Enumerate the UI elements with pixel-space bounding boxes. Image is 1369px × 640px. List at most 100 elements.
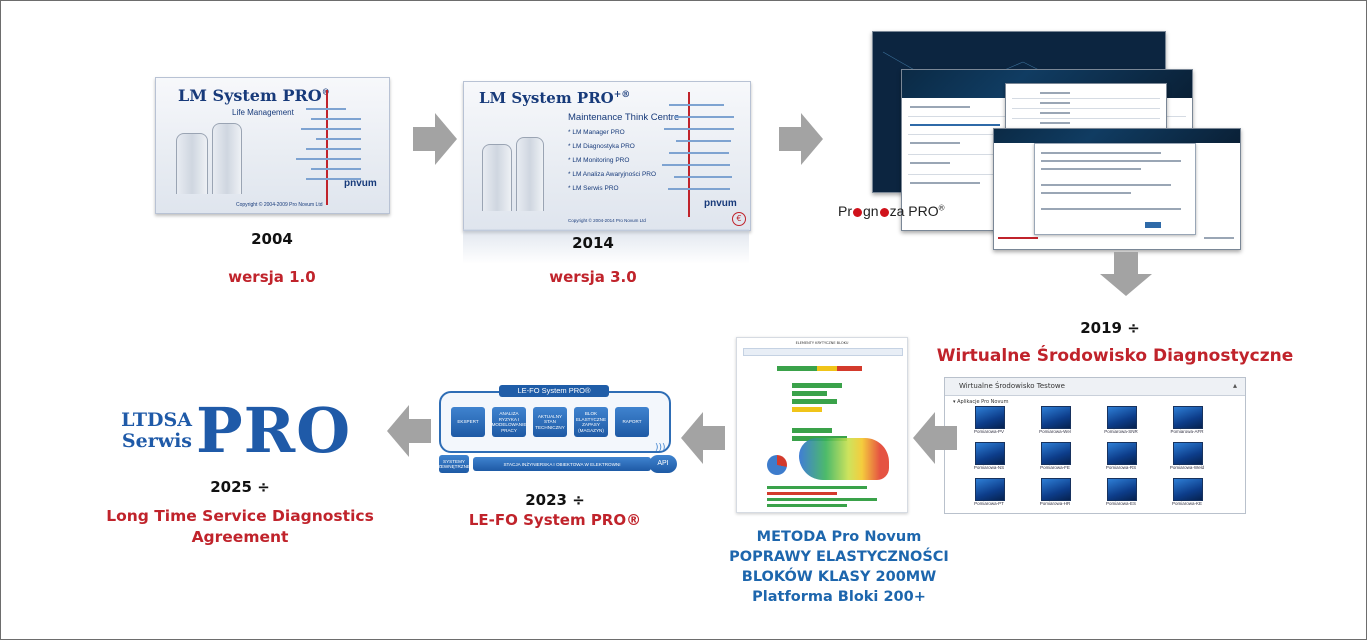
ltdsa-title: Long Time Service Diagnostics Agreement bbox=[80, 506, 400, 548]
vm-tile-label: Pomiarowa-Wel bbox=[1039, 429, 1071, 434]
vm-tile-icon[interactable] bbox=[1107, 406, 1137, 429]
pie-chart-icon bbox=[767, 455, 787, 475]
v3-year: 2014 bbox=[572, 234, 614, 252]
flow-arrow-down-icon bbox=[1100, 252, 1152, 296]
v1-subtitle: Life Management bbox=[232, 108, 294, 117]
vm-group-label[interactable]: ▾ Aplikacje Pro Novum bbox=[953, 399, 1009, 405]
dialog-window bbox=[1034, 143, 1196, 235]
red-dot-icon bbox=[853, 208, 862, 217]
v3-copyright: Copyright © 2004-2014 Pro Novum Ltd bbox=[568, 218, 646, 223]
v3-menu-item: * LM Manager PRO bbox=[568, 129, 625, 136]
v3-accent-line bbox=[688, 92, 690, 217]
prognoza-logo-text: Pr bbox=[838, 203, 852, 219]
lefo-module: BLOK ELASTYCZNE ZAPASY (MAGAZYN) bbox=[574, 407, 608, 437]
v3-product-title: LM System PRO bbox=[479, 89, 614, 107]
flow-arrow-left-icon bbox=[681, 412, 725, 464]
lefo-module: ANALIZA RYZYKA I MODELOWANIE PRACY bbox=[492, 407, 526, 437]
vm-tile-label: Pomiarowa-ES bbox=[1105, 501, 1136, 506]
v3-plus-reg: +® bbox=[613, 90, 631, 100]
cooling-tower-icon bbox=[176, 133, 208, 194]
metoda-report-page: ELEMENTY KRYTYCZNE BLOKU bbox=[736, 337, 908, 513]
v1-copyright: Copyright © 2004-2009 Pro Novum Ltd bbox=[236, 202, 323, 208]
lefo-header: LE-FO System PRO® bbox=[499, 385, 609, 397]
lefo-module: AKTUALNY STAN TECHNICZNY bbox=[533, 407, 567, 437]
vm-tile-icon[interactable] bbox=[975, 478, 1005, 501]
lefo-title: LE-FO System PRO® bbox=[468, 511, 642, 529]
v3-menu-item: * LM Diagnostyka PRO bbox=[568, 143, 635, 150]
metoda-line: POPRAWY ELASTYCZNOŚCI bbox=[729, 549, 949, 565]
v3-reflection bbox=[463, 229, 749, 264]
cooling-tower-icon bbox=[212, 123, 242, 194]
vm-tile-icon[interactable] bbox=[1107, 478, 1137, 501]
v3-menu-item: * LM Monitoring PRO bbox=[568, 157, 630, 164]
lefo-external-systems: SYSTEMY ZEWNĘTRZNE bbox=[438, 455, 470, 473]
v3-menu-item: * LM Serwis PRO bbox=[568, 185, 619, 192]
ltdsa-label: LTDSA Serwis bbox=[110, 410, 192, 452]
v3-subtitle: Maintenance Think Centre bbox=[568, 112, 680, 123]
lefo-year: 2023 ÷ bbox=[525, 491, 585, 509]
vm-tile-icon[interactable] bbox=[1173, 406, 1203, 429]
flow-arrow-right-icon bbox=[779, 113, 823, 165]
vm-tile-label: Pomiarowa-KE bbox=[1171, 501, 1202, 506]
metoda-line: BLOKÓW KLASY 200MW bbox=[741, 569, 937, 585]
vm-panel-menu-icon[interactable]: ▴ bbox=[1232, 381, 1237, 390]
vm-tile-icon[interactable] bbox=[1041, 442, 1071, 465]
ltdsa-line2: Serwis bbox=[121, 430, 192, 452]
vm-tile-icon[interactable] bbox=[1173, 442, 1203, 465]
flow-arrow-left-icon bbox=[387, 405, 431, 457]
v1-product-title: LM System PRO bbox=[178, 86, 322, 105]
vm-tile-icon[interactable] bbox=[1173, 478, 1203, 501]
cooling-tower-icon bbox=[516, 137, 544, 211]
euro-seal-icon: € bbox=[732, 212, 746, 226]
v1-year: 2004 bbox=[251, 230, 293, 248]
v1-reg-mark: ® bbox=[322, 87, 330, 97]
report-title: ELEMENTY KRYTYCZNE BLOKU bbox=[795, 341, 849, 345]
vm-panel-title: Wirtualne Środowisko Testowe bbox=[959, 382, 1065, 390]
pro-novum-logo: pnvum bbox=[704, 198, 737, 209]
vm-tile-label: Pomiarowa-RS bbox=[1105, 465, 1137, 470]
v1-accent-line bbox=[326, 90, 328, 205]
prognoza-logo-text: gn bbox=[863, 203, 879, 219]
flow-arrow-right-icon bbox=[413, 113, 457, 165]
vm-tile-label: Pomiarowa-PT bbox=[974, 501, 1004, 506]
lm-system-v1-splash: LM System PRO® Life Management pnvum Cop… bbox=[155, 77, 390, 214]
wsd-year: 2019 ÷ bbox=[1080, 319, 1140, 337]
wsd-title: Wirtualne Środowisko Diagnostyczne bbox=[936, 346, 1294, 366]
lefo-architecture-diagram: LE-FO System PRO® EKSPERT ANALIZA RYZYKA… bbox=[437, 385, 677, 480]
lefo-module: EKSPERT bbox=[451, 407, 485, 437]
wireless-signal-icon: ))) bbox=[655, 443, 666, 453]
flow-arrow-left-icon bbox=[913, 412, 957, 464]
turbine-model-graphic bbox=[799, 438, 889, 480]
lefo-api-cloud: API bbox=[649, 455, 677, 473]
lefo-station-strip: STACJA INŻYNIERSKA I OBIEKTOWA W ELEKTRO… bbox=[473, 457, 651, 471]
vm-tile-icon[interactable] bbox=[975, 442, 1005, 465]
v1-version: wersja 1.0 bbox=[228, 268, 316, 286]
v3-version: wersja 3.0 bbox=[549, 268, 637, 286]
vm-tile-label: Pomiarowa-Weld bbox=[1169, 465, 1205, 470]
vm-tile-label: Pomiarowa-HR bbox=[1039, 501, 1071, 506]
ltdsa-year: 2025 ÷ bbox=[210, 478, 270, 496]
prognoza-logo-text: za PRO bbox=[889, 203, 939, 219]
ltdsa-title-line: Agreement bbox=[191, 528, 289, 546]
vm-tile-label: Pomiarowa-FE bbox=[1040, 465, 1070, 470]
vm-tile-icon[interactable] bbox=[1041, 406, 1071, 429]
metoda-label: METODA Pro Novum POPRAWY ELASTYCZNOŚCI B… bbox=[714, 527, 964, 607]
lefo-module: RAPORT bbox=[615, 407, 649, 437]
vm-tile-icon[interactable] bbox=[1107, 442, 1137, 465]
vm-tile-icon[interactable] bbox=[975, 406, 1005, 429]
vm-tile-label: Pomiarowa-NS bbox=[973, 465, 1005, 470]
cooling-tower-icon bbox=[482, 144, 512, 211]
metoda-line: Platforma Bloki 200+ bbox=[752, 589, 926, 605]
vm-tile-label: Pomiarowa-AFR bbox=[1170, 429, 1204, 434]
virtual-test-env-panel: Wirtualne Środowisko Testowe ▴ ▾ Aplikac… bbox=[944, 377, 1246, 514]
ltdsa-pro-logo: PRO bbox=[196, 394, 352, 467]
prognoza-screen-front bbox=[993, 128, 1241, 250]
pro-novum-logo: pnvum bbox=[344, 178, 377, 189]
vm-tile-icon[interactable] bbox=[1041, 478, 1071, 501]
vm-tile-label: Pomiarowa-SNR bbox=[1104, 429, 1138, 434]
metoda-line: METODA Pro Novum bbox=[756, 529, 922, 545]
lm-system-v3-splash: LM System PRO+® Maintenance Think Centre… bbox=[463, 81, 751, 231]
vm-tile-label: Pomiarowa-PV bbox=[973, 429, 1004, 434]
ltdsa-title-line: Long Time Service Diagnostics bbox=[106, 507, 374, 525]
